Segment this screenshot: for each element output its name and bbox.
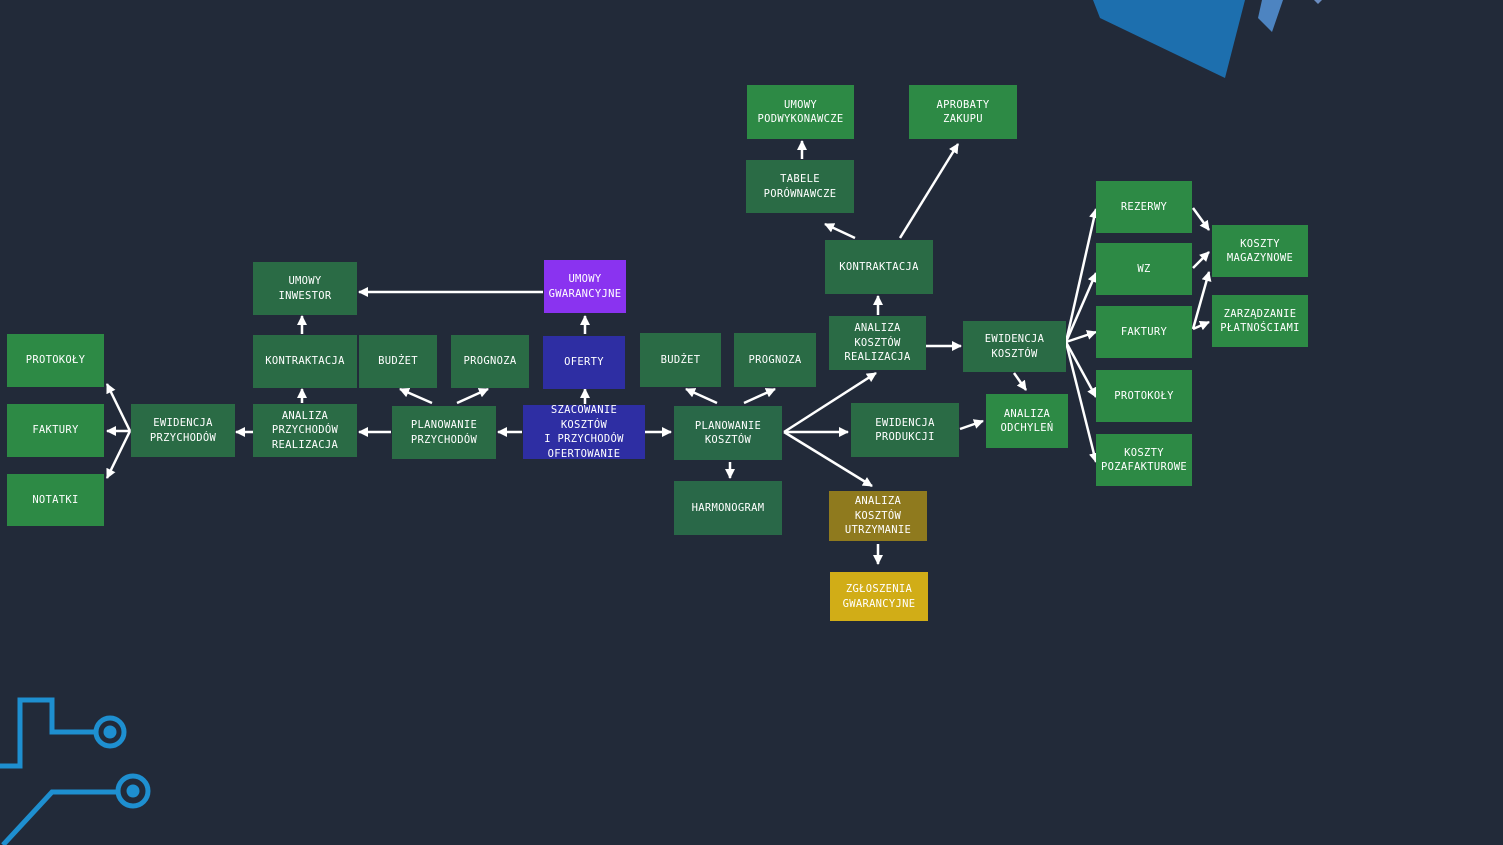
node-ewidencja-kosztow: EWIDENCJA KOSZTÓW — [963, 321, 1066, 372]
node-koszty-pozafakturowe: KOSZTY POZAFAKTUROWE — [1096, 434, 1192, 486]
node-planowanie-kosztow: PLANOWANIE KOSZTÓW — [674, 406, 782, 460]
corner-shape-small — [1258, 0, 1283, 32]
arrow-planowanie-przychodow-to-prognoza — [456, 387, 489, 405]
arrow-planowanie-kosztow-to-analiza-utrzymanie — [783, 430, 873, 488]
node-ewidencja-przychodow: EWIDENCJA PRZYCHODÓW — [131, 404, 235, 457]
node-ewidencja-produkcji: EWIDENCJA PRODUKCJI — [851, 403, 959, 457]
arrow-ewidencja-kosztow-to-faktury — [1065, 330, 1097, 344]
node-umowy-inwestor: UMOWY INWESTOR — [253, 262, 357, 315]
node-prognoza-right: PROGNOZA — [734, 333, 816, 387]
node-oferty: OFERTY — [543, 336, 625, 389]
node-analiza-odchylen: ANALIZA ODCHYLEŃ — [986, 394, 1068, 448]
arrow-planowanie-przychodow-to-budzet — [399, 387, 433, 405]
node-szacowanie-kosztow-przychodow: SZACOWANIE KOSZTÓW I PRZYCHODÓW OFERTOWA… — [523, 404, 645, 460]
arrow-planowanie-kosztow-to-prognoza — [743, 387, 776, 405]
node-analiza-kosztow-realizacja: ANALIZA KOSZTÓW REALIZACJA — [829, 316, 926, 370]
arrow-ewidencja-kosztow-to-protokoly — [1064, 341, 1098, 398]
node-umowy-podwykonawcze: UMOWY PODWYKONAWCZE — [747, 85, 854, 139]
node-budzet-left: BUDŻET — [359, 335, 437, 388]
node-wz: WZ — [1096, 243, 1192, 295]
arrow-wz-to-koszty-magazynowe — [1192, 251, 1210, 269]
node-harmonogram: HARMONOGRAM — [674, 481, 782, 535]
arrow-ewidencja-kosztow-to-rezerwy — [1064, 208, 1099, 343]
arrow-ewidencja-kosztow-to-koszty-pozafakturowe — [1064, 341, 1099, 463]
arrow-faktury-to-zarzadzanie-platnosciami — [1192, 320, 1210, 331]
arrow-ewidencja-kosztow-to-analiza-odchylen — [1012, 372, 1028, 391]
arrow-ewidencja-produkcji-to-analiza-odchylen — [959, 419, 984, 431]
arrow-ewidencja-przychodow-to-protokoly — [105, 383, 132, 432]
node-notatki: NOTATKI — [7, 474, 104, 526]
arrow-kontraktacja-to-tabele — [824, 222, 856, 240]
node-zarzadzanie-platnosciami: ZARZĄDZANIE PŁATNOŚCIAMI — [1212, 295, 1308, 347]
arrow-planowanie-kosztow-to-budzet — [685, 387, 718, 405]
arrow-rezerwy-to-koszty-magazynowe — [1191, 207, 1211, 231]
node-zgloszenia-gwarancyjne: ZGŁOSZENIA GWARANCYJNE — [830, 572, 928, 621]
node-prognoza-left: PROGNOZA — [451, 335, 529, 388]
node-budzet-right: BUDŻET — [640, 333, 721, 387]
node-umowy-gwarancyjne: UMOWY GWARANCYJNE — [544, 260, 626, 313]
arrow-ewidencja-kosztow-to-wz — [1064, 272, 1098, 343]
arrow-ewidencja-przychodow-to-notatki — [105, 430, 132, 479]
node-faktury-right: FAKTURY — [1096, 306, 1192, 358]
circuit-decoration — [0, 697, 151, 845]
node-koszty-magazynowe: KOSZTY MAGAZYNOWE — [1212, 225, 1308, 277]
node-analiza-przychodow-realizacja: ANALIZA PRZYCHODÓW REALIZACJA — [253, 404, 357, 457]
node-tabele-porownawcze: TABELE PORÓWNAWCZE — [746, 160, 854, 213]
arrow-faktury-to-koszty-magazynowe — [1191, 271, 1212, 330]
node-aprobaty-zakupu: APROBATY ZAKUPU — [909, 85, 1017, 139]
arrow-planowanie-kosztow-to-analiza-realizacja — [783, 371, 877, 434]
corner-shape-tiny — [1314, 0, 1322, 4]
node-faktury-left: FAKTURY — [7, 404, 104, 457]
node-kontraktacja-left: KONTRAKTACJA — [253, 335, 357, 388]
node-protokoly-right: PROTOKOŁY — [1096, 370, 1192, 422]
node-rezerwy: REZERWY — [1096, 181, 1192, 233]
corner-shape-large — [1093, 0, 1245, 78]
node-analiza-kosztow-utrzymanie: ANALIZA KOSZTÓW UTRZYMANIE — [829, 491, 927, 541]
node-planowanie-przychodow: PLANOWANIE PRZYCHODÓW — [392, 406, 496, 459]
arrow-kontraktacja-to-aprobaty — [898, 143, 960, 239]
node-protokoly-left: PROTOKOŁY — [7, 334, 104, 387]
node-kontraktacja-right: KONTRAKTACJA — [825, 240, 933, 294]
